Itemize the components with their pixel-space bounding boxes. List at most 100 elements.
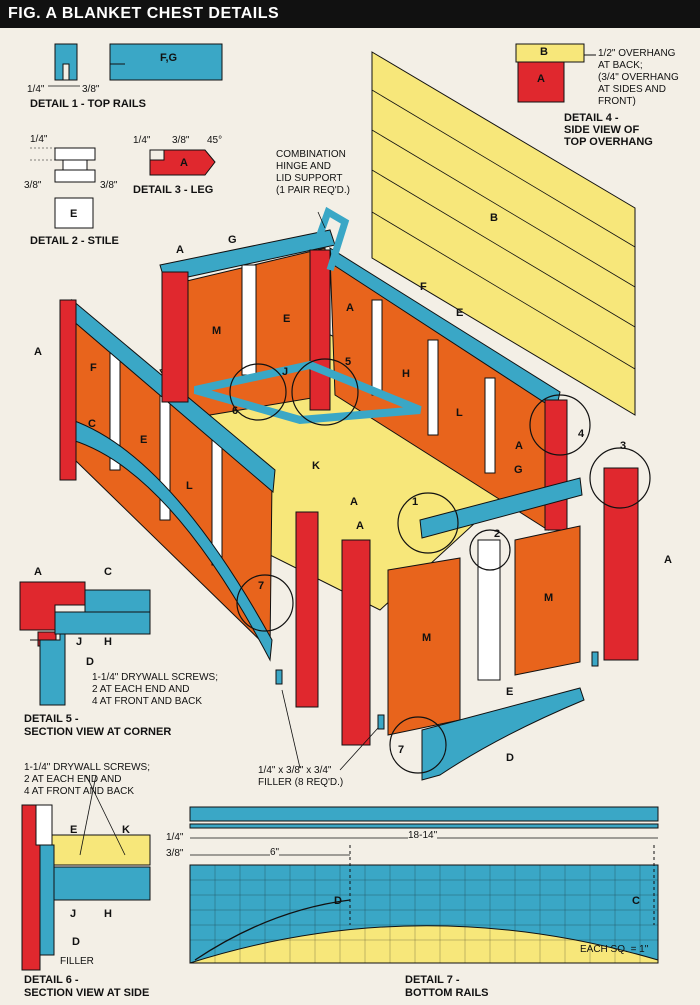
d3-part: A bbox=[180, 157, 188, 169]
d5-part: H bbox=[104, 636, 112, 648]
d7-dim-a: 1/4" bbox=[166, 832, 184, 843]
d7-part-left: D bbox=[334, 895, 342, 907]
d7-offset: 6" bbox=[270, 847, 280, 858]
d6-part: H bbox=[104, 908, 112, 920]
part-label: A bbox=[34, 346, 42, 358]
d5-heading-2: SECTION VIEW AT CORNER bbox=[24, 726, 172, 738]
detail-5-drawing bbox=[19, 581, 151, 706]
d6-heading-2: SECTION VIEW AT SIDE bbox=[24, 987, 150, 999]
part-label: 4 bbox=[578, 428, 585, 440]
d2-dim-b: 3/8" bbox=[24, 180, 42, 191]
d7-dim-b: 3/8" bbox=[166, 848, 184, 859]
d3-dim-a: 1/4" bbox=[133, 135, 151, 146]
d2-heading: DETAIL 2 - STILE bbox=[30, 235, 119, 247]
detail-3-drawing bbox=[149, 149, 216, 176]
part-label: H bbox=[402, 368, 410, 380]
part-label: F bbox=[420, 281, 427, 293]
d4-note-4: AT SIDES AND bbox=[598, 84, 666, 95]
d5-part: C bbox=[104, 566, 112, 578]
d5-part: A bbox=[34, 566, 42, 578]
d2-part: E bbox=[70, 208, 78, 220]
filler-callout-1: 1/4" x 3/8" x 3/4" bbox=[258, 765, 332, 776]
part-label: 5 bbox=[345, 356, 352, 368]
part-label: J bbox=[282, 366, 289, 378]
hinge-callout-2: HINGE AND bbox=[276, 161, 332, 172]
d5-note-1: 1-1/4" DRYWALL SCREWS; bbox=[92, 672, 218, 683]
filler-callout-2: FILLER (8 REQ'D.) bbox=[258, 777, 344, 788]
d4-heading-2: SIDE VIEW OF bbox=[564, 124, 640, 136]
d4-note-1: 1/2" OVERHANG bbox=[598, 48, 676, 59]
d6-filler: FILLER bbox=[60, 956, 94, 967]
part-label: M bbox=[212, 325, 222, 337]
detail-2-drawing bbox=[30, 147, 96, 229]
d2-dim-a: 1/4" bbox=[30, 134, 48, 145]
detail-4-drawing bbox=[515, 43, 596, 103]
part-label: K bbox=[312, 460, 320, 472]
part-label: L bbox=[186, 480, 193, 492]
d2-dim-c: 3/8" bbox=[100, 180, 118, 191]
d6-heading-1: DETAIL 6 - bbox=[24, 974, 79, 986]
d4-part-top: B bbox=[540, 46, 548, 58]
leader-lines bbox=[79, 211, 379, 856]
d4-note-3: (3/4" OVERHANG bbox=[598, 72, 679, 83]
d7-part-right: C bbox=[632, 895, 640, 907]
part-label: E bbox=[283, 313, 291, 325]
d6-note-2: 2 AT EACH END AND bbox=[24, 774, 122, 785]
part-label: 3 bbox=[620, 440, 627, 452]
part-label: F bbox=[90, 362, 97, 374]
detail-circles bbox=[229, 358, 651, 774]
chest-body bbox=[59, 206, 568, 662]
part-label: E bbox=[506, 686, 514, 698]
d5-part: D bbox=[86, 656, 94, 668]
part-label: M bbox=[544, 592, 554, 604]
part-label: 6 bbox=[232, 405, 239, 417]
d4-heading-3: TOP OVERHANG bbox=[564, 136, 653, 148]
d1-dim-a: 1/4" bbox=[27, 84, 45, 95]
lid-panel bbox=[371, 51, 636, 416]
part-label: A bbox=[664, 554, 672, 566]
part-label: 1 bbox=[412, 496, 419, 508]
d5-note-2: 2 AT EACH END AND bbox=[92, 684, 190, 695]
figure-title: FIG. A BLANKET CHEST DETAILS bbox=[8, 5, 280, 22]
d6-note-3: 4 AT FRONT AND BACK bbox=[24, 786, 135, 797]
part-label: G bbox=[514, 464, 523, 476]
d1-heading: DETAIL 1 - TOP RAILS bbox=[30, 98, 146, 110]
part-label: L bbox=[456, 407, 463, 419]
d4-part-bottom: A bbox=[537, 73, 545, 85]
part-label: A bbox=[350, 496, 358, 508]
d3-heading: DETAIL 3 - LEG bbox=[133, 184, 214, 196]
part-label: D bbox=[506, 752, 514, 764]
part-label: C bbox=[88, 418, 96, 430]
detail-1-drawing bbox=[48, 43, 223, 87]
part-label: E bbox=[456, 307, 464, 319]
d4-heading-1: DETAIL 4 - bbox=[564, 112, 619, 124]
d3-angle: 45° bbox=[207, 135, 223, 146]
d5-part: J bbox=[76, 636, 83, 648]
hinge-callout-3: LID SUPPORT bbox=[276, 173, 343, 184]
d5-note-3: 4 AT FRONT AND BACK bbox=[92, 696, 203, 707]
d3-dim-b: 3/8" bbox=[172, 135, 190, 146]
d7-scale: EACH SQ. = 1" bbox=[580, 944, 649, 955]
d7-length: 18-14" bbox=[408, 830, 438, 841]
d5-heading-1: DETAIL 5 - bbox=[24, 713, 79, 725]
lid-label: B bbox=[490, 212, 498, 224]
d6-part: E bbox=[70, 824, 78, 836]
part-label: 7 bbox=[398, 744, 405, 756]
detail-7-drawing bbox=[189, 806, 659, 964]
d4-note-2: AT BACK; bbox=[598, 60, 643, 71]
d6-part: D bbox=[72, 936, 80, 948]
d7-heading-2: BOTTOM RAILS bbox=[405, 987, 489, 999]
d6-note-1: 1-1/4" DRYWALL SCREWS; bbox=[24, 762, 150, 773]
part-label: M bbox=[422, 632, 432, 644]
part-label: A bbox=[356, 520, 364, 532]
d1-dim-b: 3/8" bbox=[82, 84, 100, 95]
hinge-callout-4: (1 PAIR REQ'D.) bbox=[276, 185, 350, 196]
part-label: A bbox=[176, 244, 184, 256]
exploded-parts bbox=[275, 467, 639, 781]
detail-6-drawing bbox=[21, 804, 151, 971]
part-label: A bbox=[515, 440, 523, 452]
part-label: 2 bbox=[494, 528, 501, 540]
part-label: E bbox=[140, 434, 148, 446]
